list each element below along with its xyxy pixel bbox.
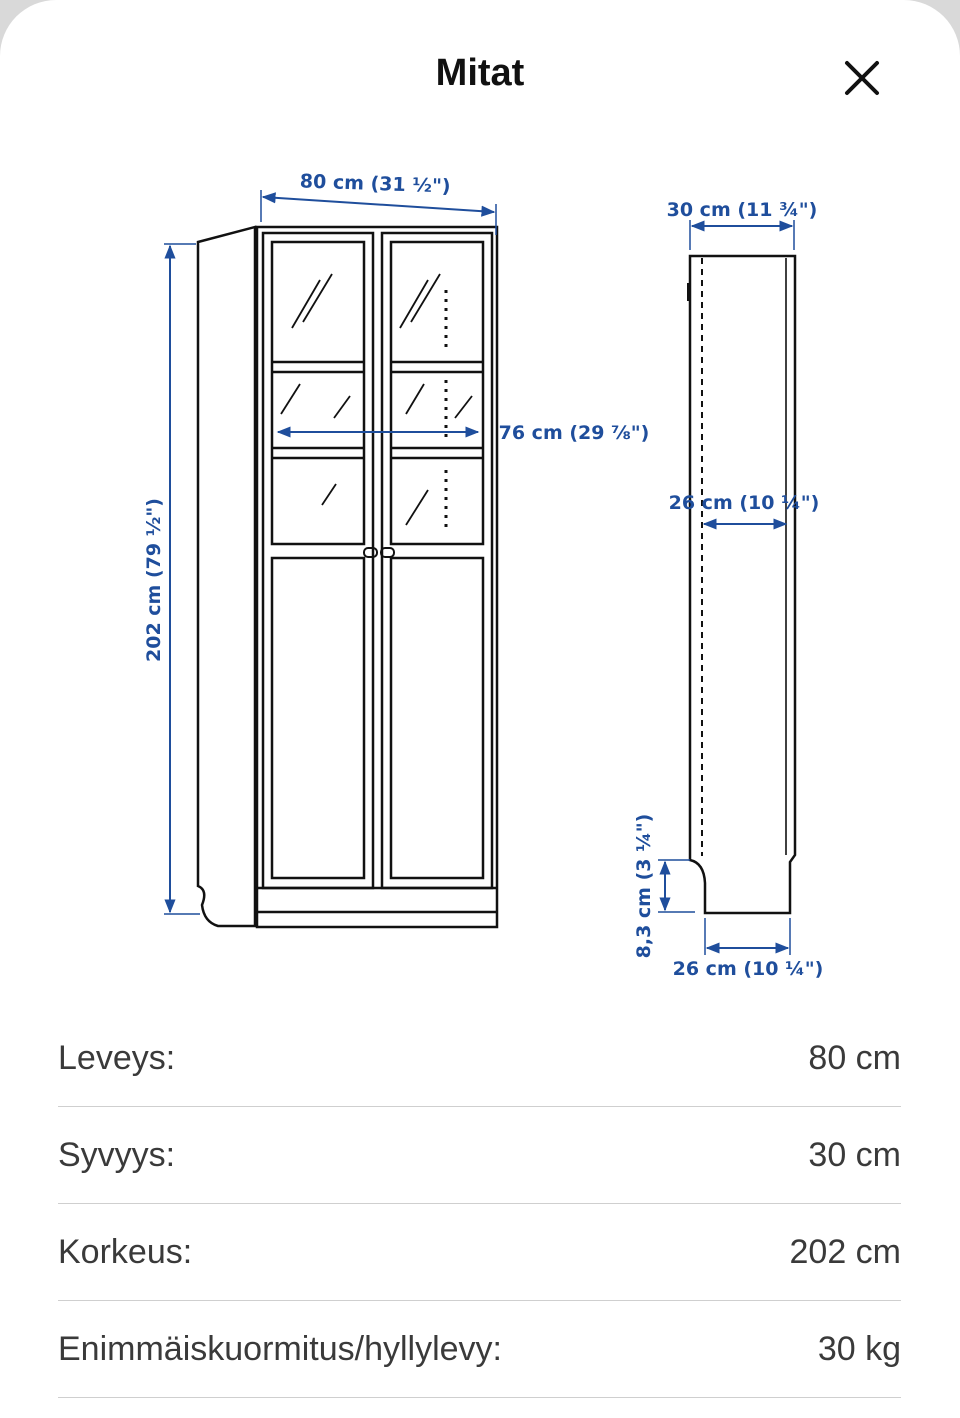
base-depth-dimension-label: 26 cm (10 ¼") bbox=[673, 958, 824, 980]
close-button[interactable] bbox=[836, 52, 888, 104]
dimension-diagram: 80 cm (31 ½") 202 cm (79 ½") 76 cm (29 ⅞… bbox=[143, 170, 824, 980]
spec-value: 80 cm bbox=[808, 1038, 901, 1077]
front-view-cabinet bbox=[196, 225, 499, 929]
height-dimension-label: 202 cm (79 ½") bbox=[143, 498, 165, 662]
side-view-cabinet bbox=[687, 254, 797, 915]
spec-row-max-load: Enimmäiskuormitus/hyllylevy: 30 kg bbox=[58, 1301, 901, 1398]
depth-dimension-label: 30 cm (11 ¾") bbox=[667, 199, 818, 221]
inner-width-dimension-label: 76 cm (29 ⅞") bbox=[499, 422, 650, 444]
spec-row-height: Korkeus: 202 cm bbox=[58, 1204, 901, 1301]
dimension-spec-list: Leveys: 80 cm Syvyys: 30 cm Korkeus: 202… bbox=[58, 1010, 901, 1398]
close-icon bbox=[845, 61, 879, 95]
spec-row-width: Leveys: 80 cm bbox=[58, 1010, 901, 1107]
spec-value: 30 cm bbox=[808, 1135, 901, 1174]
width-dimension-label: 80 cm (31 ½") bbox=[300, 170, 451, 197]
spec-label: Korkeus: bbox=[58, 1232, 193, 1271]
spec-label: Leveys: bbox=[58, 1038, 176, 1077]
spec-label: Enimmäiskuormitus/hyllylevy: bbox=[58, 1329, 502, 1368]
page-title: Mitat bbox=[435, 52, 525, 94]
spec-row-depth: Syvyys: 30 cm bbox=[58, 1107, 901, 1204]
spec-value: 202 cm bbox=[789, 1232, 902, 1271]
plinth-height-dimension-label: 8,3 cm (3 ¼") bbox=[633, 814, 655, 959]
spec-value: 30 kg bbox=[817, 1329, 901, 1368]
spec-label: Syvyys: bbox=[58, 1135, 176, 1174]
inner-depth-dimension-label: 26 cm (10 ¼") bbox=[669, 492, 820, 514]
